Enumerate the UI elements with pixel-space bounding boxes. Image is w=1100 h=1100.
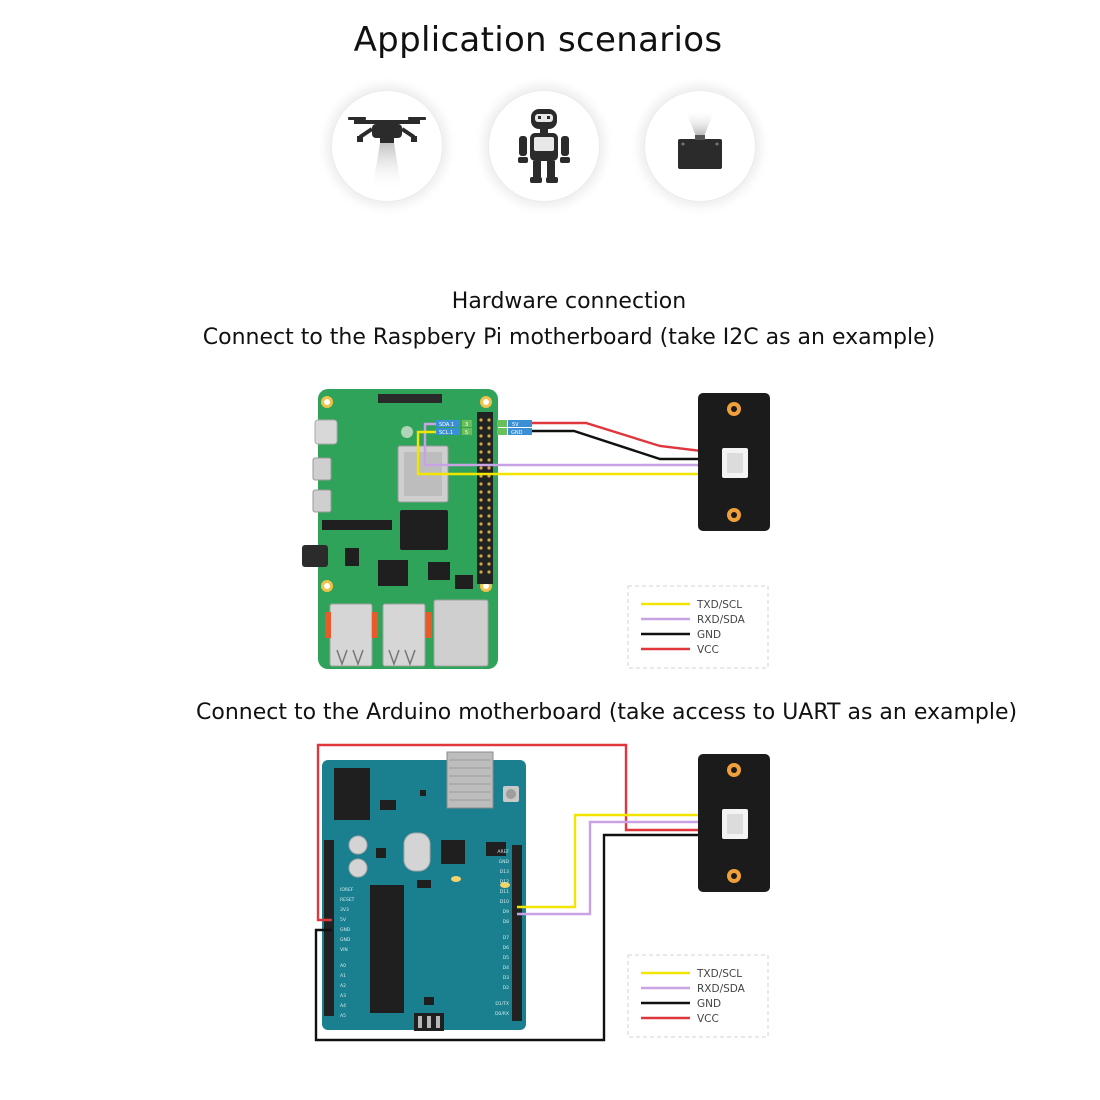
- arduino-pin-d12: D12: [500, 879, 509, 885]
- arduino-pin-5v: 5V: [340, 917, 347, 923]
- arduino-pin-d0-rx: D0/RX: [495, 1011, 509, 1017]
- arduino-wire-gnd: [314, 833, 726, 1042]
- arduino-wire-txd: [517, 813, 726, 909]
- arduino-pin-ioref: IOREF: [340, 887, 354, 893]
- scenario-sensor: [644, 90, 756, 202]
- arduino-pin-d13: D13: [500, 869, 509, 875]
- arduino-legend: TXD/SCL RXD/SDA GND VCC: [627, 954, 769, 1038]
- rpi-pin-label-gnd: GND: [511, 430, 523, 436]
- arduino-legend-label-txd: TXD/SCL: [696, 968, 742, 980]
- rpi-legend-label-txd: TXD/SCL: [696, 599, 742, 611]
- scenario-drone: [331, 90, 443, 202]
- rpi-pin-label-5: 5: [465, 430, 468, 436]
- rpi-wire-gnd: [532, 429, 726, 461]
- arduino-legend-label-gnd: GND: [697, 998, 721, 1010]
- arduino-pin-d5: D5: [503, 955, 509, 961]
- robot-icon: [518, 109, 570, 183]
- arduino-pin-d6: D6: [503, 945, 509, 951]
- arduino-pin-d8: D8: [503, 919, 509, 925]
- arduino-pin-3v3: 3V3: [340, 907, 349, 913]
- arduino-sensor-module: [698, 754, 770, 892]
- arduino-pin-d10: D10: [500, 899, 509, 905]
- arduino-legend-label-rxd: RXD/SDA: [697, 983, 746, 995]
- arduino-legend-label-vcc: VCC: [697, 1013, 719, 1025]
- arduino-pin-d1-tx: D1/TX: [495, 1001, 509, 1007]
- arduino-pin-a1: A1: [340, 973, 346, 979]
- arduino-pin-vin: VIN: [340, 947, 348, 953]
- arduino-wires: [314, 743, 726, 1042]
- rpi-wire-vcc: [532, 421, 727, 456]
- arduino-pin-d11: D11: [500, 889, 509, 895]
- arduino-caption: Connect to the Arduino motherboard (take…: [196, 700, 1018, 725]
- hardware-connection-heading: Hardware connection: [451, 289, 687, 314]
- arduino-pin-reset: RESET: [340, 897, 355, 903]
- arduino-pin-d4: D4: [503, 965, 509, 971]
- arduino-pin-d2: D2: [503, 985, 509, 991]
- raspberry-pi-board: SDA.1 SCL.1 3 5 5V GND: [302, 389, 532, 669]
- arduino-pin-d3: D3: [503, 975, 509, 981]
- arduino-pin-a0: A0: [340, 963, 346, 969]
- rpi-legend-label-gnd: GND: [697, 629, 721, 641]
- arduino-pin-gnd-1: GND: [340, 927, 351, 933]
- arduino-wire-vcc: [316, 743, 726, 922]
- arduino-pin-a4: A4: [340, 1003, 346, 1009]
- arduino-pin-a5: A5: [340, 1013, 346, 1019]
- arduino-pin-a2: A2: [340, 983, 346, 989]
- sensor-module-icon: [678, 109, 722, 169]
- rpi-legend-label-rxd: RXD/SDA: [697, 614, 746, 626]
- arduino-board: IOREF RESET 3V3 5V GND GND VIN A0 A1 A2 …: [322, 751, 526, 1031]
- scenario-robot: [488, 90, 600, 202]
- rpi-pin-label-3: 3: [465, 422, 468, 428]
- page-title: Application scenarios: [353, 20, 723, 60]
- raspberry-pi-caption: Connect to the Raspbery Pi motherboard (…: [202, 325, 936, 350]
- arduino-pin-d9: D9: [503, 909, 509, 915]
- arduino-pin-aref: AREF: [497, 849, 509, 855]
- rpi-wire-sda: [423, 422, 726, 467]
- arduino-pin-a3: A3: [340, 993, 346, 999]
- arduino-wire-rxd: [517, 820, 726, 916]
- drone-icon: [348, 117, 426, 191]
- rpi-legend: TXD/SCL RXD/SDA GND VCC: [627, 585, 769, 669]
- rpi-legend-label-vcc: VCC: [697, 644, 719, 656]
- arduino-pin-d7: D7: [503, 935, 509, 941]
- rpi-sensor-module: [698, 393, 770, 531]
- rpi-pin-label-sda: SDA.1: [439, 422, 454, 428]
- arduino-pin-gnd-3: GND: [499, 859, 510, 865]
- rpi-pin-label-scl: SCL.1: [439, 430, 453, 436]
- arduino-pin-gnd-2: GND: [340, 937, 351, 943]
- rpi-pin-label-5v: 5V: [512, 422, 519, 428]
